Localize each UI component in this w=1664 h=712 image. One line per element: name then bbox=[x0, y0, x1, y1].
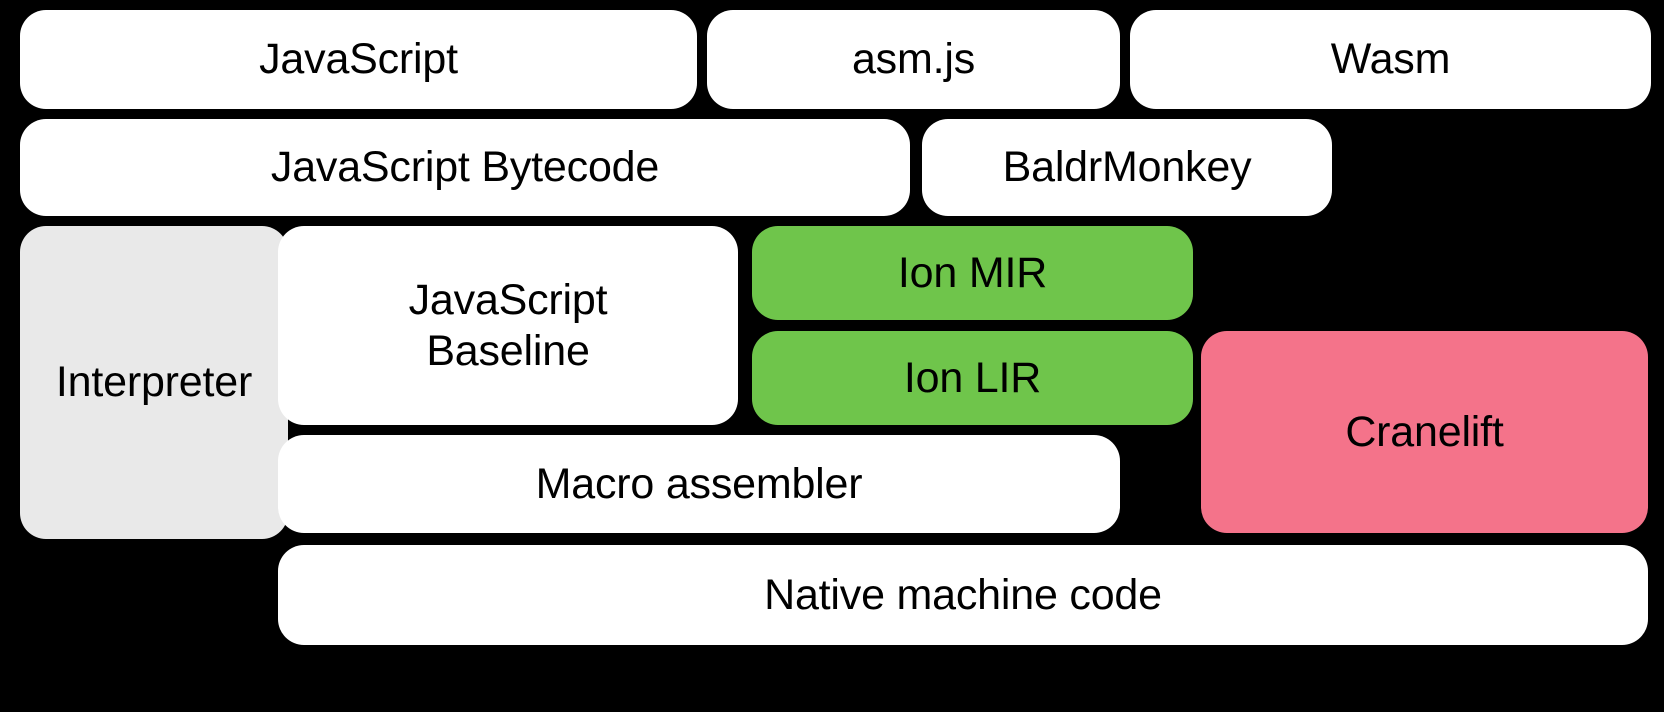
node-baldrmonkey[interactable]: BaldrMonkey bbox=[922, 119, 1332, 216]
node-macro-assembler[interactable]: Macro assembler bbox=[278, 435, 1120, 533]
node-cranelift[interactable]: Cranelift bbox=[1201, 331, 1648, 533]
node-javascript-bytecode[interactable]: JavaScript Bytecode bbox=[20, 119, 910, 216]
node-wasm[interactable]: Wasm bbox=[1130, 10, 1651, 109]
node-javascript[interactable]: JavaScript bbox=[20, 10, 697, 109]
node-native-machine-code[interactable]: Native machine code bbox=[278, 545, 1648, 645]
node-ion-mir[interactable]: Ion MIR bbox=[752, 226, 1193, 320]
node-ion-lir[interactable]: Ion LIR bbox=[752, 331, 1193, 425]
node-javascript-baseline[interactable]: JavaScript Baseline bbox=[278, 226, 738, 425]
node-interpreter[interactable]: Interpreter bbox=[20, 226, 288, 539]
node-asm-js[interactable]: asm.js bbox=[707, 10, 1120, 109]
